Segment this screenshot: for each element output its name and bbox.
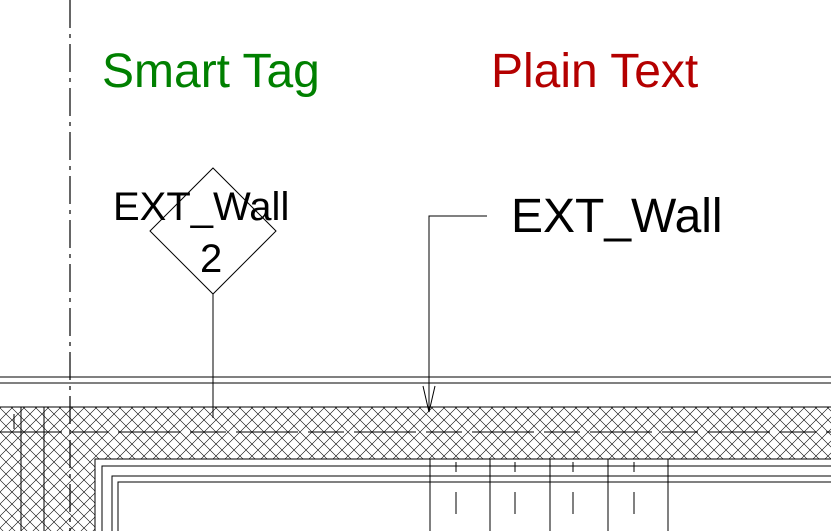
leader-arrowhead [422,385,436,413]
plain-text-leader [428,215,487,412]
wall-outlines [0,376,831,531]
mullions [429,459,669,531]
wall-hatch [0,407,831,531]
smart-tag-label[interactable]: EXT_Wall [113,185,290,229]
plain-text-label[interactable]: EXT_Wall [511,190,723,243]
smart-tag-number[interactable]: 2 [200,237,223,281]
smart-tag-heading: Smart Tag [102,45,320,98]
plain-text-heading: Plain Text [491,45,699,98]
